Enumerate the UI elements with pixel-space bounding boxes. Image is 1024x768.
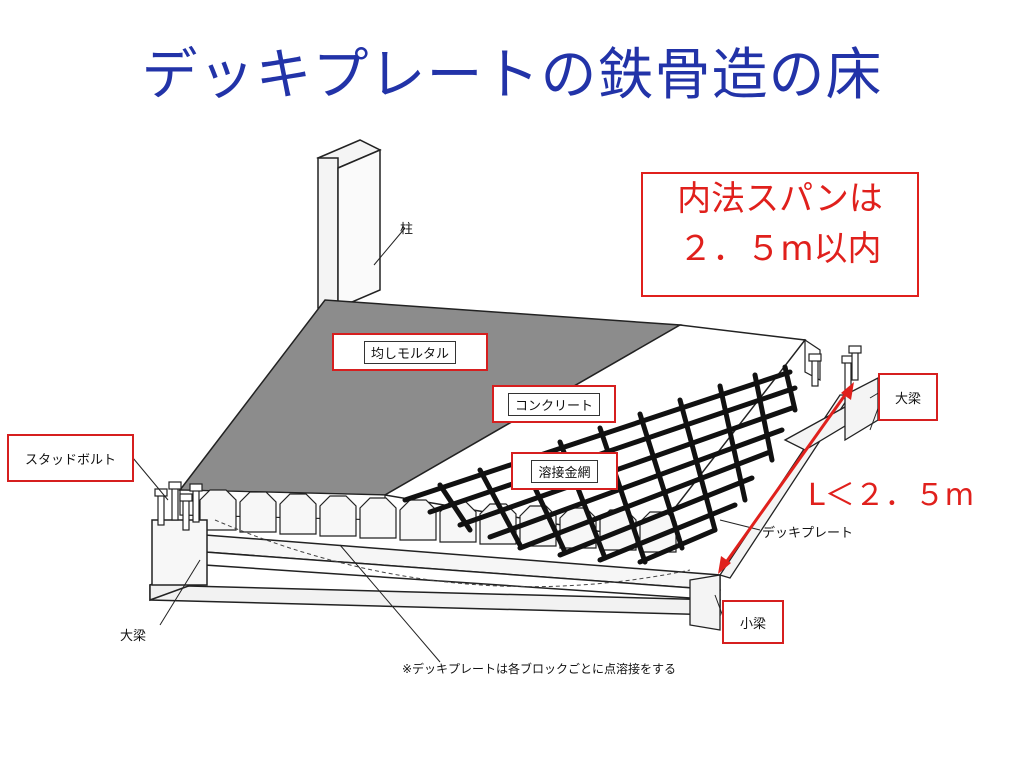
stud-bolt-label: スタッドボルト — [24, 452, 116, 468]
steel-column — [316, 139, 406, 310]
concrete-label: コンクリート — [507, 392, 600, 416]
small-beam-label: 小梁 — [739, 616, 766, 632]
span-length-label: L＜２．５m — [808, 478, 974, 513]
main-beam-right-label: 大梁 — [894, 391, 921, 407]
main-beam-front — [149, 519, 721, 616]
wire-mesh — [402, 364, 798, 565]
small-beam-right — [689, 376, 907, 631]
span-callout: 内法スパンは ２．５m以内 — [641, 172, 919, 297]
small-beam-label-box: 小梁 — [722, 600, 784, 644]
span-callout-line-2: ２．５m以内 — [678, 229, 882, 269]
leveling-mortar-label-box: 均しモルタル — [332, 333, 488, 371]
spot-weld-note: ※デッキプレートは各ブロックごとに点溶接をする — [402, 662, 677, 676]
stud-bolts — [154, 345, 862, 531]
deck-plate-label: デッキプレート — [762, 526, 854, 541]
span-callout-line-1: 内法スパンは — [677, 179, 883, 219]
leveling-mortar-label: 均しモルタル — [363, 340, 456, 364]
page-title: デッキプレートの鉄骨造の床 — [141, 43, 883, 108]
concrete-label-box: コンクリート — [492, 385, 616, 423]
main-beam-right-label-box: 大梁 — [878, 373, 938, 421]
stud-bolt-label-box: スタッドボルト — [7, 434, 134, 482]
welded-wire-mesh-label: 溶接金網 — [531, 459, 598, 483]
span-arrow — [718, 382, 854, 574]
main-beam-left-label: 大梁 — [120, 629, 147, 644]
deflection-curve — [214, 519, 691, 588]
column-label: 柱 — [400, 222, 414, 237]
welded-wire-mesh-label-box: 溶接金網 — [511, 452, 618, 490]
